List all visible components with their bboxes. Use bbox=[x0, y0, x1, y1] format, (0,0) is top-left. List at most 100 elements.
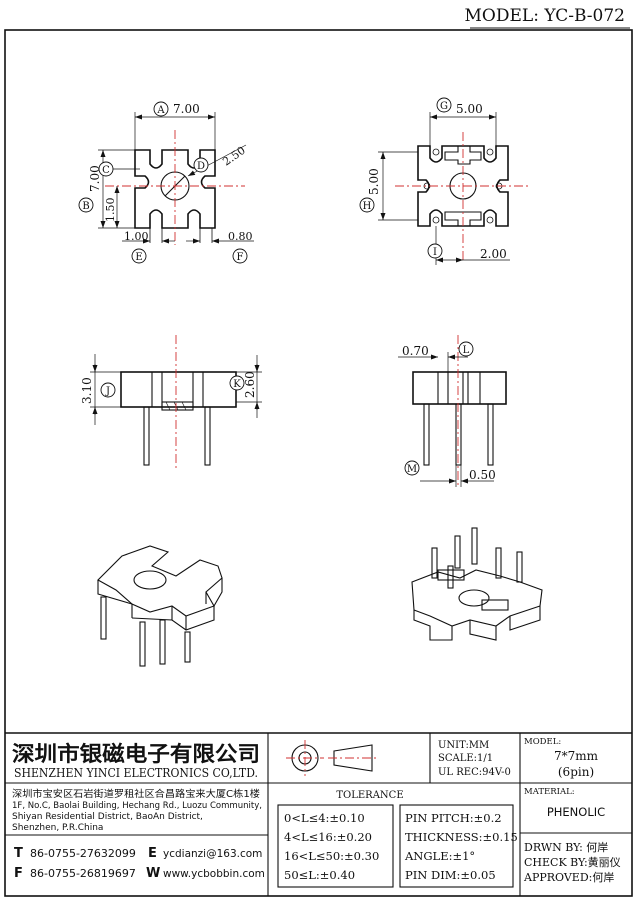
dim-e-value: 1.00 bbox=[124, 230, 149, 243]
body-side-b bbox=[412, 371, 507, 405]
iso-view-a bbox=[97, 545, 223, 667]
terminal-top bbox=[444, 145, 482, 165]
bubble-e bbox=[131, 248, 147, 264]
iso-pin-a-4 bbox=[184, 631, 191, 663]
iso-hole-a bbox=[133, 570, 167, 590]
bubble-m bbox=[404, 460, 420, 476]
dim-d-value: 2.50 bbox=[220, 144, 248, 169]
bubble-f bbox=[232, 248, 248, 264]
top-view-a: 7.00 A 7.00 B 1.50 C 2.50 D 1.00 E 0.80 … bbox=[78, 101, 254, 264]
projection-symbol-icon bbox=[286, 740, 378, 776]
tolerance-row-1: 0<L≤4:±0.10 bbox=[284, 811, 365, 825]
bubble-g bbox=[436, 97, 452, 113]
bubble-d bbox=[193, 157, 209, 173]
bubble-h bbox=[359, 197, 375, 213]
address-en-1: 1F, No.C, Baolai Building, Hechang Rd., … bbox=[12, 801, 262, 811]
bobbin-outline-top-a bbox=[134, 149, 216, 229]
dim-i-value: 2.00 bbox=[480, 247, 507, 261]
bubble-j-label: J bbox=[105, 386, 110, 397]
pin-side-a-2 bbox=[204, 406, 211, 466]
iso-pin-b-6 bbox=[447, 565, 454, 589]
dim-k-value: 2.60 bbox=[243, 371, 257, 398]
ul-rec-value: UL REC:94V-0 bbox=[438, 767, 511, 778]
iso-pin-a-3 bbox=[159, 619, 166, 665]
dim-f-value: 0.80 bbox=[228, 230, 253, 243]
iso-terminal-b-2 bbox=[481, 599, 509, 611]
bubble-i-label: I bbox=[433, 247, 437, 258]
address-en-2: Shiyan Residential District, BaoAn Distr… bbox=[12, 812, 203, 822]
address-en-3: Shenzhen, P.R.China bbox=[12, 823, 103, 833]
pin-spec-row-3: ANGLE:±1° bbox=[404, 849, 475, 863]
bubble-l bbox=[458, 341, 474, 357]
dim-c-value: 1.50 bbox=[104, 198, 117, 223]
fax-value: 86-0755-26819697 bbox=[30, 867, 136, 880]
email-value: ycdianzi@163.com bbox=[163, 848, 262, 860]
dim-a-value: 7.00 bbox=[173, 102, 200, 116]
side-view-a: 3.10 J 2.60 K bbox=[80, 335, 262, 470]
top-view-b: 5.00 G 5.00 H 2.00 I bbox=[359, 97, 530, 265]
bubble-i bbox=[427, 243, 443, 259]
title-block: 深圳市银磁电子有限公司 SHENZHEN YINCI ELECTRONICS C… bbox=[5, 732, 632, 896]
iso-pin-b-3 bbox=[471, 527, 478, 565]
iso-pin-b-2 bbox=[454, 535, 461, 569]
bubble-b-label: B bbox=[82, 201, 89, 212]
iso-view-b bbox=[411, 527, 543, 641]
dim-m-value: 0.50 bbox=[469, 468, 496, 482]
dim-l-value: 0.70 bbox=[402, 344, 429, 358]
bubble-c-label: C bbox=[102, 165, 110, 176]
dim-b-value: 7.00 bbox=[88, 165, 102, 192]
tolerance-row-3: 16<L≤50:±0.30 bbox=[284, 849, 379, 863]
iso-pin-b-5 bbox=[516, 551, 523, 583]
pin-side-b-2 bbox=[487, 403, 494, 466]
company-name-cn: 深圳市银磁电子有限公司 bbox=[12, 741, 260, 766]
model-size: 7*7mm bbox=[554, 749, 599, 763]
bubble-f-label: F bbox=[237, 252, 244, 263]
bubble-e-label: E bbox=[135, 252, 142, 263]
iso-top-face-a bbox=[97, 545, 223, 617]
bubble-a bbox=[153, 101, 169, 117]
iso-pin-b-1 bbox=[431, 547, 438, 579]
drawing-frame bbox=[4, 29, 633, 897]
model-pins: (6pin) bbox=[558, 765, 594, 779]
model-label: MODEL: bbox=[524, 737, 561, 747]
model-header: MODEL: YC-B-072 bbox=[465, 6, 625, 26]
web-value: www.ycbobbin.com bbox=[163, 868, 265, 880]
bubble-g-label: G bbox=[440, 101, 448, 112]
bubble-a-label: A bbox=[156, 105, 165, 116]
material-value: PHENOLIC bbox=[547, 805, 605, 819]
iso-pin-a-2 bbox=[139, 621, 146, 667]
pin-side-b-1 bbox=[423, 403, 430, 466]
iso-pin-a-1 bbox=[100, 596, 107, 640]
bubble-m-label: M bbox=[407, 464, 417, 475]
side-view-b: 0.70 L 0.50 M bbox=[398, 335, 507, 487]
scale-value: SCALE:1/1 bbox=[438, 753, 493, 764]
bubble-k-label: K bbox=[233, 379, 241, 390]
bubble-j bbox=[100, 382, 116, 398]
web-label: W bbox=[146, 866, 160, 881]
iso-hole-b bbox=[458, 589, 490, 607]
pin-side-a-1 bbox=[143, 406, 150, 466]
email-label: E bbox=[148, 846, 157, 861]
tolerance-row-2: 4<L≤16:±0.20 bbox=[284, 830, 372, 844]
pin-spec-row-1: PIN PITCH:±0.2 bbox=[405, 811, 502, 825]
tel-value: 86-0755-27632099 bbox=[30, 847, 136, 860]
terminal-bottom bbox=[444, 211, 482, 227]
tel-label: T bbox=[14, 846, 23, 861]
pin-spec-row-4: PIN DIM:±0.05 bbox=[405, 868, 496, 882]
drawn-by: DRWN BY: 何岸 bbox=[524, 841, 608, 854]
bubble-d-label: D bbox=[197, 161, 205, 172]
material-label: MATERIAL: bbox=[524, 787, 575, 797]
dim-h-value: 5.00 bbox=[367, 168, 381, 195]
company-name-en: SHENZHEN YINCI ELECTRONICS CO,LTD. bbox=[14, 765, 258, 780]
bubble-l-label: L bbox=[463, 345, 470, 356]
bubble-h-label: H bbox=[363, 201, 372, 212]
iso-pin-b-4 bbox=[495, 547, 502, 579]
pin-spec-row-2: THICKNESS:±0.15 bbox=[405, 830, 518, 844]
dim-g-value: 5.00 bbox=[456, 102, 483, 116]
fax-label: F bbox=[14, 866, 23, 881]
tolerance-title: TOLERANCE bbox=[336, 790, 403, 801]
dim-j-value: 3.10 bbox=[80, 377, 94, 404]
approved-by: APPROVED:何岸 bbox=[523, 871, 614, 884]
tolerance-row-4: 50≤L:±0.40 bbox=[284, 868, 355, 882]
